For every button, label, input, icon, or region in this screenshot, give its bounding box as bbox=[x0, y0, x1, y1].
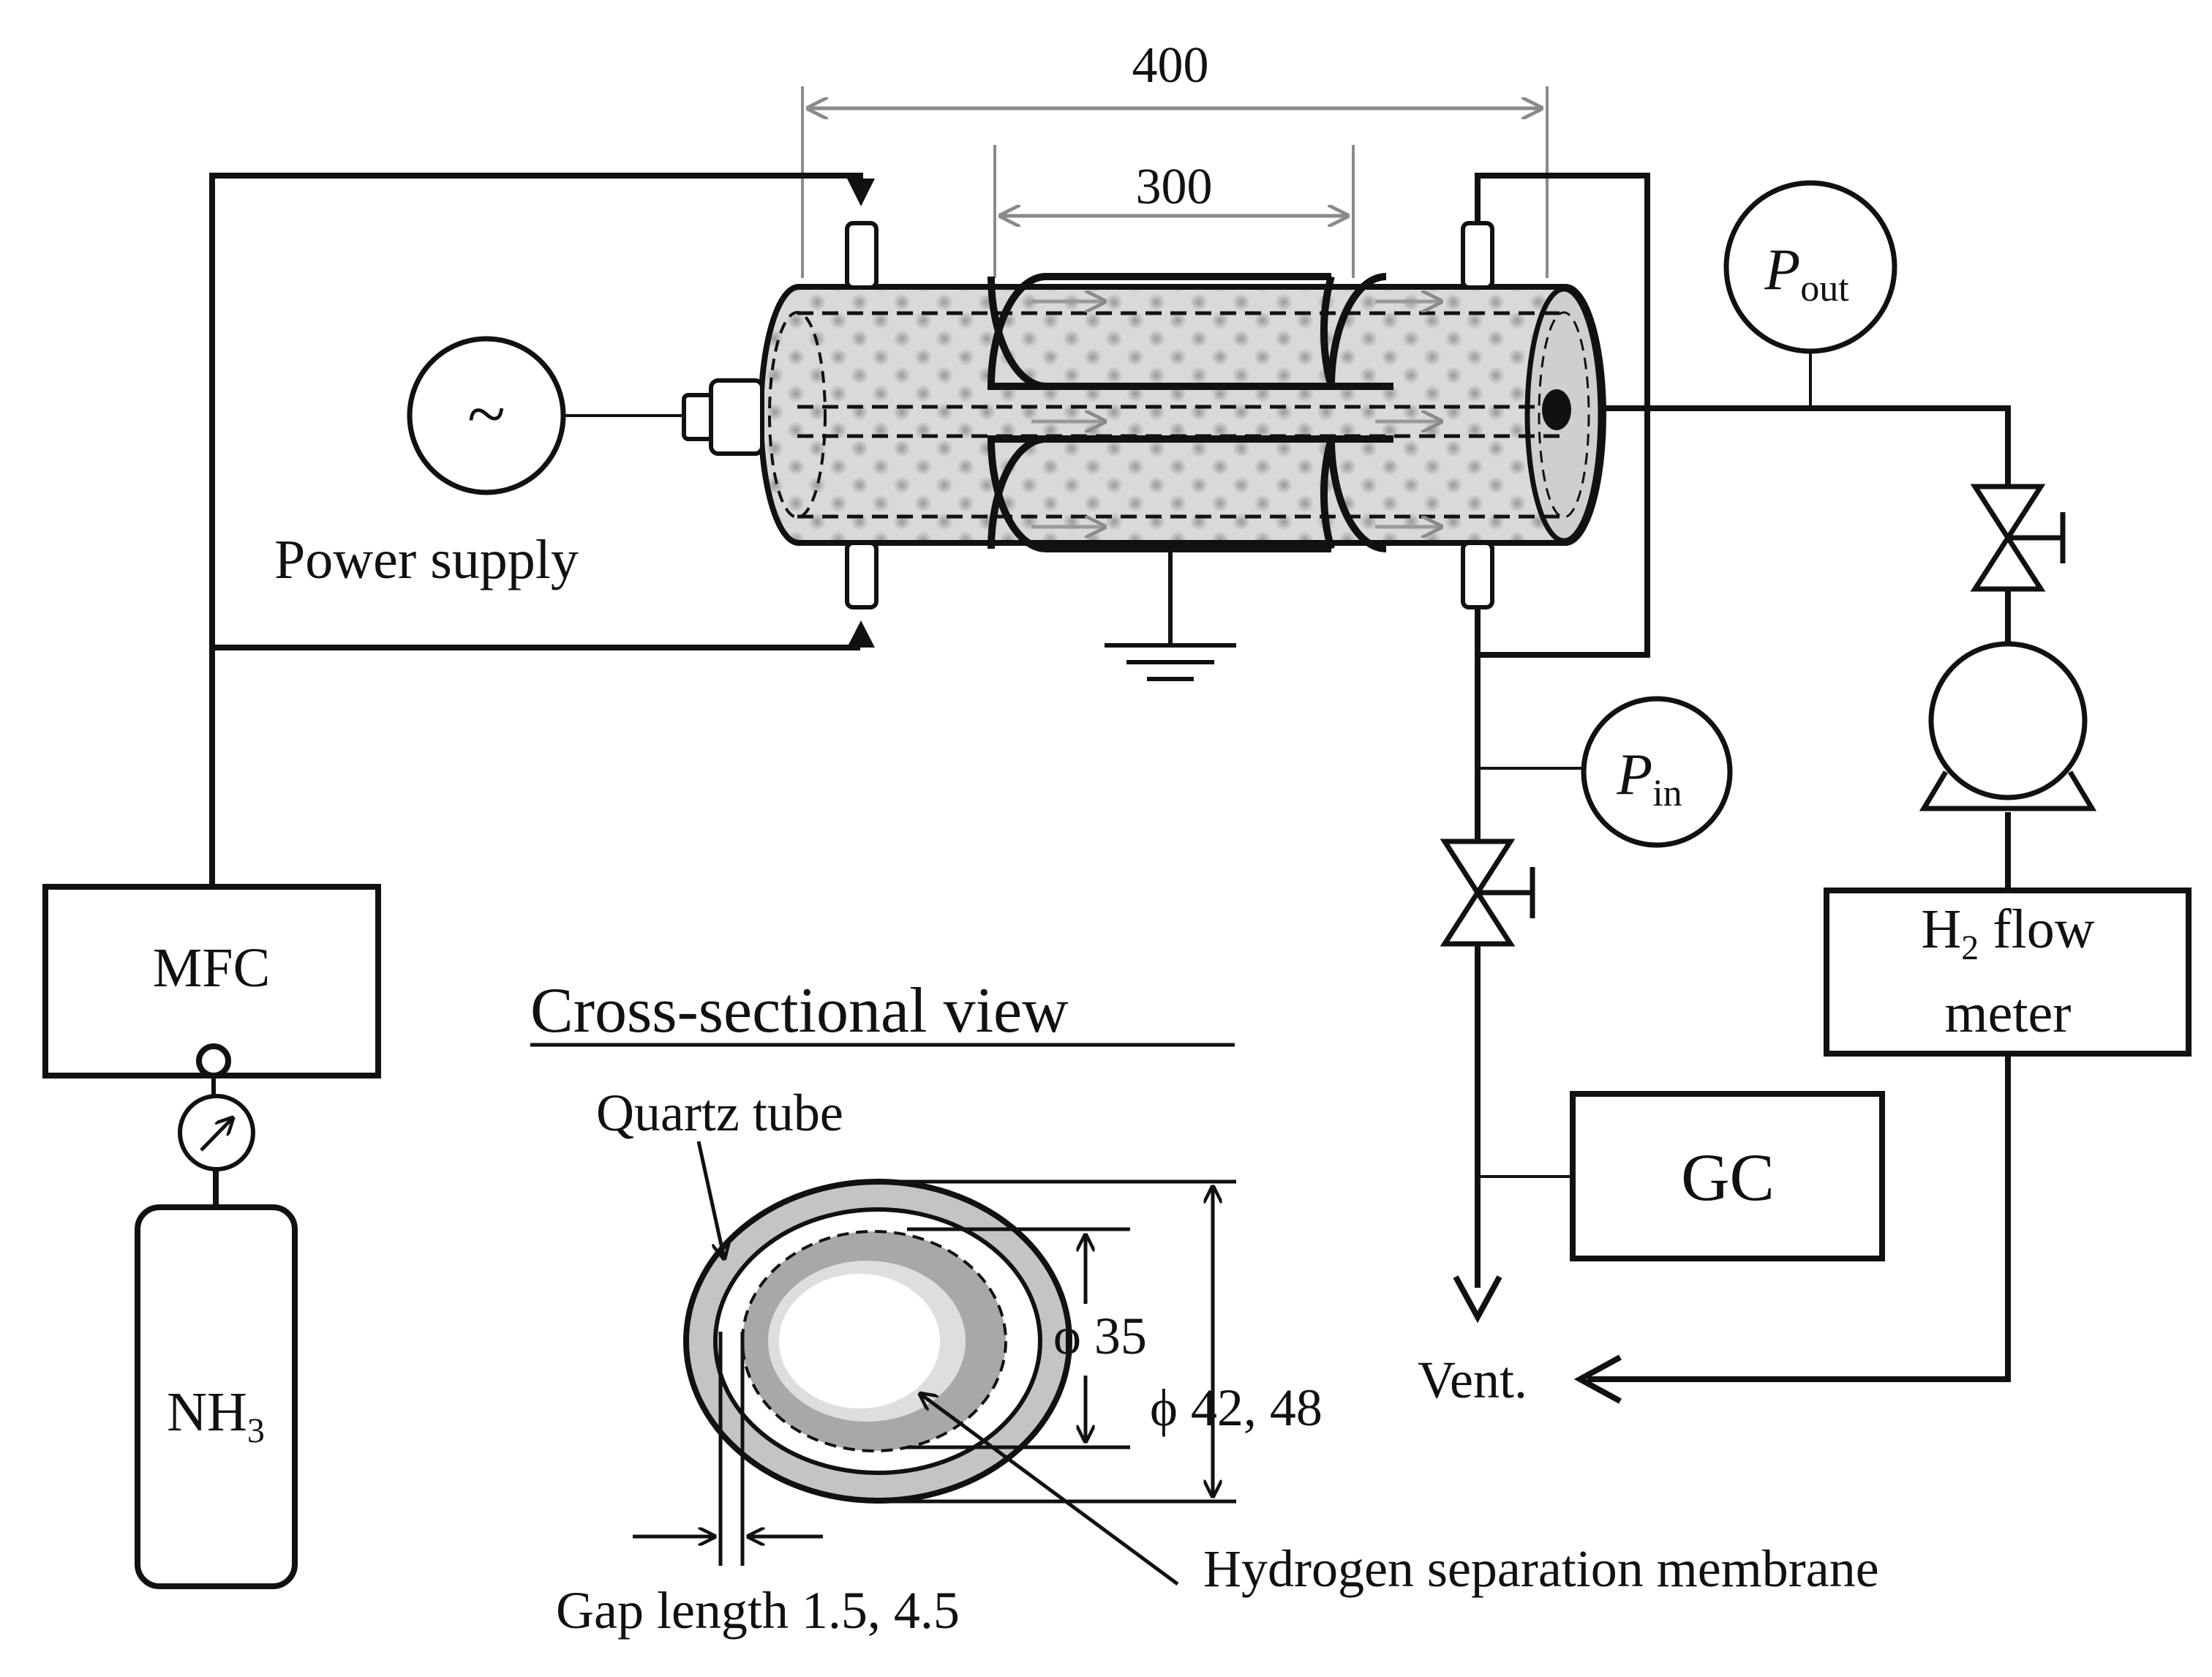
gas-lines bbox=[209, 173, 2011, 1382]
dimension-300-label: 300 bbox=[1136, 159, 1213, 215]
pump-icon bbox=[1919, 641, 2097, 811]
electrode bbox=[987, 273, 1393, 552]
gc-label: GC bbox=[1681, 1140, 1775, 1215]
port-top-left bbox=[845, 221, 879, 290]
gap-length-label: Gap length 1.5, 4.5 bbox=[556, 1581, 960, 1640]
nh3-label: NH3 bbox=[167, 1381, 265, 1450]
ac-source-icon bbox=[407, 336, 566, 495]
mfc-box: MFC bbox=[42, 884, 381, 1098]
h2-flow-meter-label-line1: H2 flow bbox=[1921, 898, 2094, 967]
power-supply: ~ Power supply bbox=[274, 336, 579, 590]
svg-text:Pin: Pin bbox=[1616, 743, 1682, 814]
h2-flow-meter-label-line2: meter bbox=[1944, 983, 2071, 1044]
cross-section-title: Cross-sectional view bbox=[530, 975, 1069, 1046]
outlet-valve-icon[interactable] bbox=[1970, 484, 2066, 592]
h2-flow-meter-box: H2 flow meter bbox=[1824, 888, 2192, 1057]
gc-box: GC bbox=[1570, 1091, 1885, 1261]
vent-valve-icon[interactable] bbox=[1440, 838, 1535, 947]
vent-arrow-down bbox=[1453, 1275, 1502, 1324]
outlet-port bbox=[1542, 389, 1571, 430]
dimension-400: 400 bbox=[801, 37, 1549, 278]
port-bottom-left bbox=[845, 541, 879, 609]
mfc-label: MFC bbox=[153, 937, 271, 999]
pressure-gauge-icon bbox=[178, 1094, 255, 1171]
dimension-400-label: 400 bbox=[1132, 37, 1209, 94]
inlet-arrow-bottom bbox=[847, 620, 875, 648]
membrane-label: Hydrogen separation membrane bbox=[1203, 1539, 1879, 1598]
p-out-gauge: Pout bbox=[1723, 180, 1897, 354]
vent-arrow-left bbox=[1573, 1354, 1622, 1404]
cross-section: Cross-sectional view Quartz tube ϕ 35 bbox=[530, 975, 1879, 1640]
thin-lines bbox=[565, 351, 1812, 1178]
power-supply-label: Power supply bbox=[274, 529, 579, 590]
p-in-gauge: Pin bbox=[1581, 696, 1733, 848]
phi-42-48-label: ϕ 42, 48 bbox=[1150, 1378, 1323, 1437]
ac-symbol: ~ bbox=[467, 375, 505, 453]
nh3-cylinder: NH3 bbox=[135, 1204, 298, 1589]
ports bbox=[845, 221, 1494, 609]
vent-label: Vent. bbox=[1418, 1351, 1527, 1409]
dimension-300: 300 bbox=[993, 145, 1355, 278]
power-connector bbox=[682, 378, 764, 456]
port-top-right bbox=[1461, 221, 1494, 290]
ground-icon bbox=[1105, 550, 1236, 681]
phi-35-label: ϕ 35 bbox=[1053, 1307, 1147, 1365]
inlet-arrow-top bbox=[847, 179, 875, 206]
quartz-tube-label: Quartz tube bbox=[596, 1084, 843, 1142]
reactor-tube bbox=[758, 284, 1606, 546]
svg-text:Pout: Pout bbox=[1764, 238, 1849, 309]
port-bottom-right bbox=[1461, 541, 1494, 609]
